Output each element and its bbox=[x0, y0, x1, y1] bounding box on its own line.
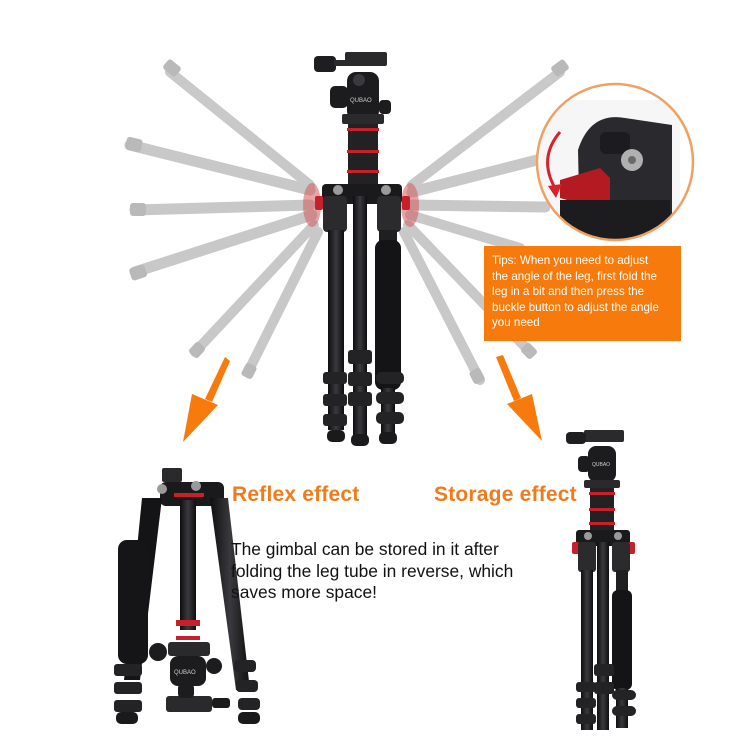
ghost-leg-knuckles-left bbox=[125, 59, 257, 379]
arrow-right-down-icon bbox=[496, 355, 542, 441]
tips-line: the angle of the leg, first fold the bbox=[492, 269, 657, 283]
description-line: folding the leg tube in reverse, which bbox=[231, 560, 514, 581]
tips-line: Tips: When you need to adjust bbox=[492, 254, 649, 267]
tips-callout: Tips: When you need to adjust the angle … bbox=[484, 246, 681, 341]
joint-highlights bbox=[303, 183, 419, 227]
storage-effect-heading: Storage effect bbox=[434, 483, 577, 506]
reflex-effect-heading: Reflex effect bbox=[232, 483, 360, 506]
description-line: The gimbal can be stored in it after bbox=[231, 539, 499, 559]
reflex-tripod: QUBAO bbox=[114, 468, 260, 724]
svg-text:QUBAO: QUBAO bbox=[350, 98, 372, 104]
buckle-detail-circle bbox=[535, 82, 695, 242]
tips-line: buckle button to adjust the angle bbox=[492, 300, 659, 314]
reflex-description: The gimbal can be stored in it after fol… bbox=[231, 539, 561, 604]
main-tripod: QUBAO bbox=[314, 52, 410, 446]
description-line: saves more space! bbox=[231, 582, 377, 602]
ghost-legs-left bbox=[124, 67, 323, 377]
svg-text:QUBAO: QUBAO bbox=[592, 462, 610, 468]
tips-line: you need bbox=[492, 316, 540, 330]
svg-text:QUBAO: QUBAO bbox=[174, 670, 196, 676]
tips-line: leg in a bit and then press the bbox=[492, 285, 645, 299]
arrow-left-down-icon bbox=[183, 357, 230, 442]
ghost-leg-knuckles-right bbox=[469, 59, 569, 384]
storage-tripod: QUBAO bbox=[566, 430, 636, 730]
